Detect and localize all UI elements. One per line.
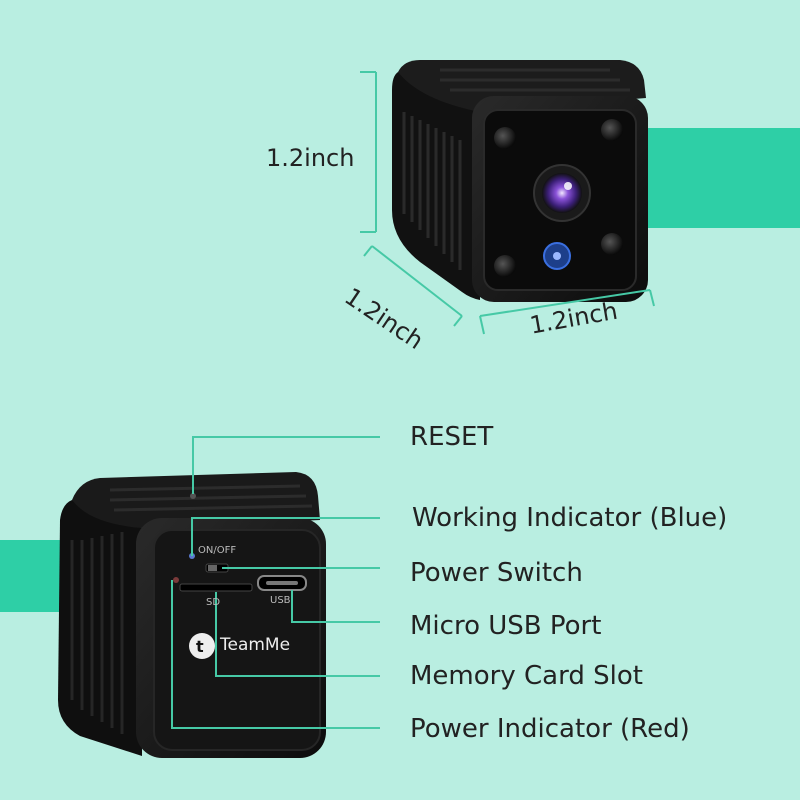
callout-power-indicator: Power Indicator (Red) <box>410 714 690 744</box>
callout-micro-usb: Micro USB Port <box>410 611 602 641</box>
dimension-width-bracket <box>479 289 655 335</box>
svg-text:t: t <box>196 637 204 656</box>
switch-printed-label: ON/OFF <box>198 545 237 556</box>
sd-slot-icon <box>179 583 253 592</box>
reset-hole-icon <box>190 493 196 499</box>
callout-working-indicator: Working Indicator (Blue) <box>412 503 728 533</box>
power-indicator-icon <box>173 577 179 583</box>
callout-memory-card: Memory Card Slot <box>410 661 643 691</box>
camera-front-view <box>392 60 648 302</box>
ir-led-icon <box>601 233 623 255</box>
callout-lines <box>171 436 380 729</box>
dimension-height-bracket <box>360 71 377 233</box>
brand-logo-icon <box>189 633 215 659</box>
callout-reset: RESET <box>410 422 494 452</box>
ir-led-icon <box>601 119 623 141</box>
ir-led-icon <box>494 127 516 149</box>
sd-printed-label: SD <box>206 597 221 608</box>
accent-bar-right <box>640 128 800 228</box>
callout-power-switch: Power Switch <box>410 558 583 588</box>
camera-back-view: t <box>58 472 326 758</box>
ir-led-icon <box>494 255 516 277</box>
usb-printed-label: USB <box>270 595 291 606</box>
brand-name: TeamMe <box>220 635 291 655</box>
accent-bar-left <box>0 540 70 612</box>
dimension-depth-bracket <box>363 245 463 327</box>
dimension-height-label: 1.2inch <box>266 144 355 172</box>
